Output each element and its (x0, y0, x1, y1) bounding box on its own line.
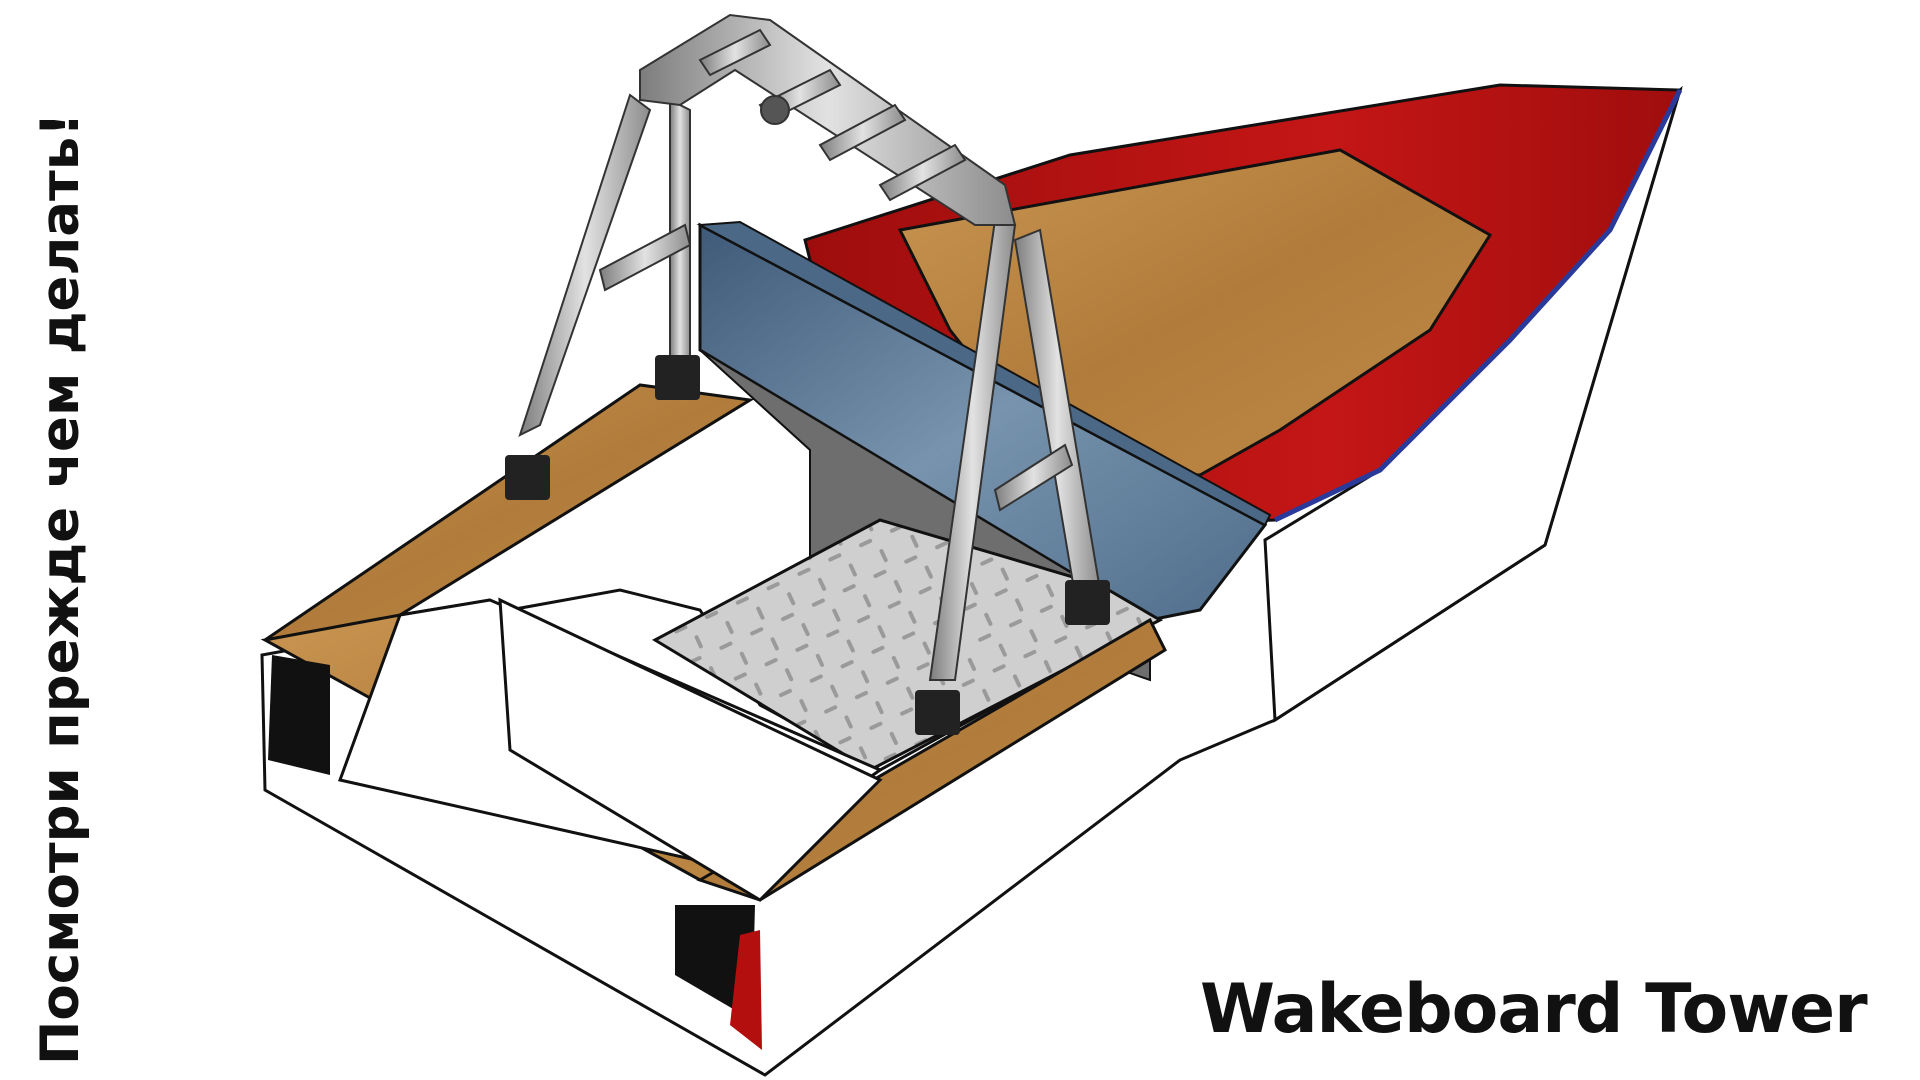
tower-top-rung-1 (698, 28, 772, 77)
mount-aft-stbd (915, 690, 960, 735)
tower-top-rung-4 (878, 143, 967, 202)
tower-top-rung-3 (818, 103, 907, 162)
tower-frame (518, 13, 1102, 681)
tower-mounts (505, 355, 1110, 735)
tower-leg-aft-port (518, 93, 652, 437)
transom-inner (498, 597, 883, 902)
starboard-corner-red (730, 930, 762, 1050)
side-caption: Посмотри прежде чем делать! (30, 112, 91, 1065)
cockpit-floor (651, 518, 1164, 772)
port-rail-wood (264, 383, 755, 642)
tower-light (760, 95, 790, 125)
mount-fwd-port (655, 355, 700, 400)
tower-crossbar-stbd (993, 443, 1074, 512)
port-corner-block (268, 655, 330, 775)
mount-aft-port (505, 455, 550, 500)
tower-crossbar-port (598, 223, 692, 292)
bow-stripe (1273, 88, 1683, 523)
tower-top-frame (639, 13, 1017, 226)
mount-fwd-stbd (1065, 580, 1110, 625)
title: Wakeboard Tower (1200, 970, 1868, 1049)
